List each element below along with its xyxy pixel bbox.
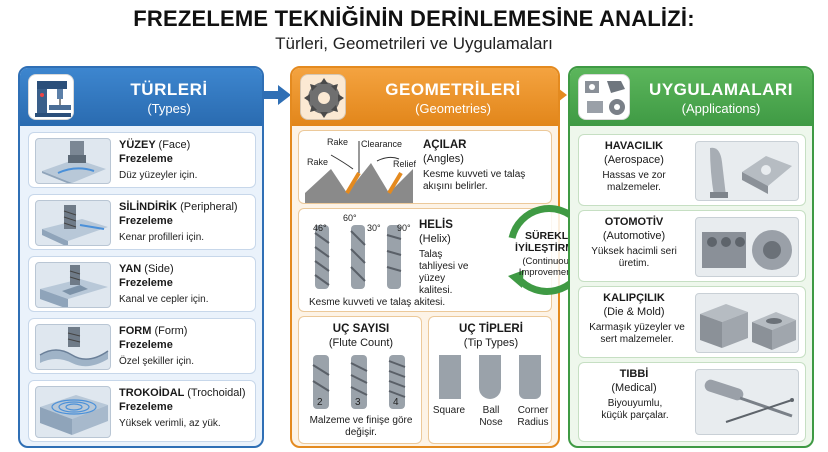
app-en: (Medical) bbox=[611, 382, 657, 394]
angles-title: AÇILAR bbox=[423, 139, 467, 151]
milling-machine-icon bbox=[28, 74, 74, 120]
helix-subtitle: (Helix) bbox=[419, 233, 451, 245]
geometry-panel-subtitle: (Geometries) bbox=[415, 101, 491, 116]
helix-angle-60: 60° bbox=[343, 213, 357, 223]
types-panel-header: TÜRLERİ (Types) bbox=[20, 68, 262, 126]
rake-label-top: Rake bbox=[327, 137, 349, 147]
type-desc: Yüksek verimli, az yük. bbox=[119, 418, 221, 429]
app-en: (Die & Mold) bbox=[603, 306, 665, 318]
app-name: HAVACILIK bbox=[604, 140, 664, 152]
angles-subtitle: (Angles) bbox=[423, 153, 464, 165]
type-word: Frezeleme bbox=[119, 401, 173, 413]
types-panel-subtitle: (Types) bbox=[147, 101, 191, 116]
helix-angle-30: 30° bbox=[367, 223, 381, 233]
geometry-panel-title: GEOMETRİLERİ bbox=[385, 80, 521, 99]
type-desc: Kenar profilleri için. bbox=[119, 232, 205, 243]
cycle-subtitle: (Continuous Improvement) bbox=[518, 256, 578, 278]
type-word: Frezeleme bbox=[119, 215, 173, 227]
relief-label: Relief bbox=[393, 159, 417, 169]
flute-count-section: UÇ SAYISI (Flute Count) 2 3 4 Malzeme ve… bbox=[298, 316, 422, 444]
tip-types-title: UÇ TİPLERİ bbox=[459, 323, 523, 335]
face-milling-illustration bbox=[35, 138, 111, 184]
type-name: TROKOİDAL (Trochoidal) bbox=[119, 387, 246, 399]
app-desc: Karmaşık yüzeyler ve sert malzemeler. bbox=[589, 322, 685, 345]
mold-blocks-image bbox=[695, 293, 799, 353]
app-item-aerospace: HAVACILIK (Aerospace) Hassas ve zor malz… bbox=[578, 134, 806, 206]
type-item-face: YÜZEY (Face) Frezeleme Düz yüzeyler için… bbox=[28, 132, 256, 188]
type-name: SİLİNDİRİK (Peripheral) bbox=[119, 201, 238, 213]
tip-corner-radius-label: Corner Radius bbox=[517, 405, 549, 428]
helix-title: HELİS bbox=[419, 219, 453, 231]
angles-section: Rake Clearance Rake Relief AÇILAR (Angle… bbox=[298, 130, 552, 204]
type-word: Frezeleme bbox=[119, 153, 173, 165]
app-name: KALIPÇILIK bbox=[603, 292, 665, 304]
page-subtitle: Türleri, Geometrileri ve Uygulamaları bbox=[275, 34, 553, 53]
app-name: TIBBİ bbox=[619, 368, 649, 380]
app-name: OTOMOTİV bbox=[604, 216, 664, 228]
types-panel: TÜRLERİ (Types) YÜZEY (Face) Frezeleme D… bbox=[18, 66, 264, 448]
helix-desc: Talaş tahliyesi ve yüzey kalitesi. bbox=[419, 249, 469, 296]
helix-footer: Kesme kuvveti ve talaş akitesi. bbox=[309, 297, 446, 308]
type-name: YAN (Side) bbox=[119, 263, 174, 275]
app-item-die-mold: KALIPÇILIK (Die & Mold) Karmaşık yüzeyle… bbox=[578, 286, 806, 358]
applications-panel-subtitle: (Applications) bbox=[681, 101, 761, 116]
type-item-form: FORM (Form) Frezeleme Özel şekiller için… bbox=[28, 318, 256, 374]
tip-shapes-illustration bbox=[439, 355, 541, 399]
geometry-panel-header: GEOMETRİLERİ (Geometries) bbox=[292, 68, 558, 126]
type-desc: Düz yüzeyler için. bbox=[119, 170, 198, 181]
trochoidal-milling-illustration bbox=[35, 386, 111, 438]
type-desc: Kanal ve cepler için. bbox=[119, 294, 209, 305]
flute-count-3: 3 bbox=[355, 397, 361, 408]
peripheral-milling-illustration bbox=[35, 200, 111, 246]
flute-count-desc: Malzeme ve finişe göre değişir. bbox=[309, 415, 413, 438]
flute-endmills-illustration bbox=[312, 355, 406, 409]
turbine-blade-bracket-image bbox=[695, 141, 799, 201]
app-desc: Yüksek hacimli seri üretim. bbox=[591, 246, 677, 269]
tip-types-subtitle: (Tip Types) bbox=[463, 337, 519, 349]
engine-block-gearbox-image bbox=[695, 217, 799, 277]
app-item-automotive: OTOMOTİV (Automotive) Yüksek hacimli ser… bbox=[578, 210, 806, 282]
types-panel-title: TÜRLERİ bbox=[130, 80, 208, 99]
helix-angle-90: 90° bbox=[397, 223, 411, 233]
medical-instruments-image bbox=[695, 369, 799, 435]
type-desc: Özel şekiller için. bbox=[119, 356, 195, 367]
applications-panel: UYGULAMALARI (Applications) HAVACILIK (A… bbox=[568, 66, 814, 448]
side-milling-illustration bbox=[35, 262, 111, 308]
clearance-label: Clearance bbox=[361, 139, 403, 149]
app-desc: Hassas ve zor malzemeler. bbox=[602, 170, 666, 193]
app-en: (Aerospace) bbox=[604, 154, 664, 166]
tip-types-section: UÇ TİPLERİ (Tip Types) Square Ball Nose … bbox=[428, 316, 552, 444]
type-name: FORM (Form) bbox=[119, 325, 188, 337]
geometry-panel: GEOMETRİLERİ (Geometries) Rake Clearance… bbox=[290, 66, 560, 448]
page-title: FREZELEME TEKNİĞİNİN DERİNLEMESİNE ANALİ… bbox=[133, 6, 695, 31]
flute-count-subtitle: (Flute Count) bbox=[328, 337, 394, 349]
milling-cutter-icon bbox=[300, 74, 346, 120]
flute-count-2: 2 bbox=[317, 397, 323, 408]
arrow-types-to-geometry-icon bbox=[264, 85, 291, 105]
type-word: Frezeleme bbox=[119, 277, 173, 289]
rake-label-left: Rake bbox=[307, 157, 329, 167]
type-name: YÜZEY (Face) bbox=[119, 139, 191, 151]
helix-angle-46: 46° bbox=[313, 223, 327, 233]
type-item-peripheral: SİLİNDİRİK (Peripheral) Frezeleme Kenar … bbox=[28, 194, 256, 250]
app-en: (Automotive) bbox=[602, 230, 666, 242]
tooth-angle-diagram bbox=[305, 141, 413, 203]
helix-endmills-illustration bbox=[314, 225, 402, 289]
applications-panel-title: UYGULAMALARI bbox=[649, 80, 793, 99]
type-item-side: YAN (Side) Frezeleme Kanal ve cepler içi… bbox=[28, 256, 256, 312]
flute-count-title: UÇ SAYISI bbox=[332, 323, 390, 335]
tip-ball-nose-label: Ball Nose bbox=[479, 405, 503, 428]
form-milling-illustration bbox=[35, 324, 111, 370]
angles-desc: Kesme kuvveti ve talaş akışını belirler. bbox=[423, 169, 526, 192]
tip-square-label: Square bbox=[432, 405, 466, 416]
app-item-medical: TIBBİ (Medical) Biyouyumlu, küçük parçal… bbox=[578, 362, 806, 442]
flute-count-4: 4 bbox=[393, 397, 399, 408]
applications-panel-header: UYGULAMALARI (Applications) bbox=[570, 68, 812, 126]
type-word: Frezeleme bbox=[119, 339, 173, 351]
app-desc: Biyouyumlu, küçük parçalar. bbox=[601, 398, 669, 421]
type-item-trochoidal: TROKOİDAL (Trochoidal) Frezeleme Yüksek … bbox=[28, 380, 256, 442]
cycle-title: SÜREKLİ İYİLEŞTİRME bbox=[515, 230, 581, 254]
machined-parts-icon bbox=[578, 74, 630, 120]
